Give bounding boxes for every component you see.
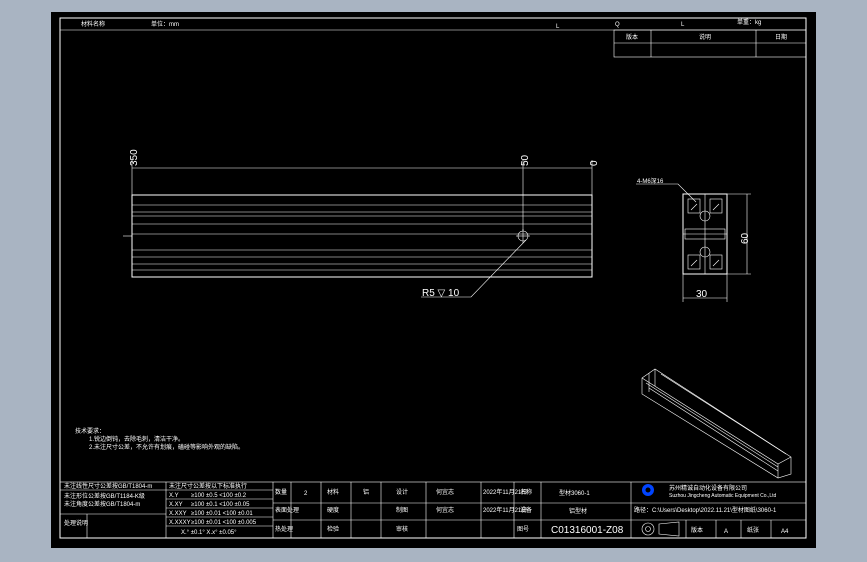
tol-xx-vals: ≥100 ±0.1 <100 ±0.05	[191, 502, 250, 508]
slot-leader	[636, 183, 697, 203]
device-label: 设备	[520, 506, 532, 514]
drawing-sheet: 材料名称 单位：mm L Q L 单重：kg 版本 说明 日期 350	[51, 12, 816, 548]
notes-title: 技术要求：	[75, 427, 105, 435]
part-name: 型材3060-1	[559, 489, 590, 497]
tol-xxx: X.XXY	[169, 511, 187, 517]
material-value: 铝	[363, 488, 369, 496]
size-value: A4	[781, 529, 789, 535]
design-date: 2022年11月21日	[483, 488, 527, 496]
profile-front-view	[123, 194, 593, 278]
projection-symbol-icon	[641, 521, 680, 537]
outer-frame	[59, 17, 807, 539]
header-mark-q: Q	[615, 22, 620, 28]
hardness-label: 硬度	[327, 506, 339, 514]
draw-date: 2022年11月21日	[483, 506, 527, 514]
drawing-no: C01316001-Z08	[551, 525, 624, 536]
radius-note: R5 ▽ 10	[422, 288, 460, 299]
notes-line1: 1.锐边倒钝，去除毛刺，清洁干净。	[89, 435, 184, 443]
check-label: 检验	[327, 525, 339, 533]
tol-x-vals: ≥100 ±0.5 <100 ±0.2	[191, 493, 247, 499]
tol-header-right: 未注尺寸公差按以下标准执行	[169, 482, 247, 490]
rev-col-date: 日期	[775, 33, 787, 41]
dimension-lines	[131, 160, 593, 231]
company-cn: 苏州精诚自动化设备有限公司	[669, 484, 747, 492]
tol-linear: 未注线性尺寸公差按GB/T1804-m	[64, 482, 152, 490]
qty-value: 2	[304, 491, 308, 497]
radius-leader	[421, 239, 527, 298]
surface-label: 表面处理	[275, 506, 299, 514]
slot-note: 4-M6深16	[637, 177, 664, 185]
material-label: 材料	[327, 488, 339, 496]
tol-x: X.Y	[169, 493, 179, 499]
header-unit: 单位：mm	[151, 20, 179, 28]
version-label: 版本	[691, 526, 703, 534]
isometric-view	[641, 368, 792, 479]
process-label: 处理说明	[64, 519, 88, 527]
dim-end: 0	[589, 160, 600, 166]
dim-length: 350	[129, 149, 140, 166]
dim-width: 30	[696, 289, 708, 300]
device-name: 铝型材	[569, 507, 587, 515]
drawing-no-label: 图号	[517, 526, 529, 533]
draw-name: 何宜志	[436, 506, 454, 514]
drawing-canvas: 材料名称 单位：mm L Q L 单重：kg 版本 说明 日期 350	[59, 17, 807, 539]
profile-section-view	[682, 193, 728, 275]
tol-xxxx-vals: ≥100 ±0.01 <100 ±0.005	[191, 520, 257, 526]
design-name: 何宜志	[436, 488, 454, 496]
tol-geometric: 未注形位公差按GB/T1184-K级	[64, 492, 145, 500]
heat-label: 热处理	[275, 525, 293, 533]
tol-angle: X.° ±0.1° X.x° ±0.05°	[181, 530, 237, 536]
rev-col-desc: 说明	[699, 33, 711, 41]
header-weight: 单重：kg	[737, 18, 761, 26]
tol-xxx-vals: ≥100 ±0.01 <100 ±0.01	[191, 511, 253, 517]
file-path: 路径：C:\Users\Desktop\2022.11.21\型材图纸\3060…	[634, 506, 777, 514]
rev-col-version: 版本	[626, 33, 638, 41]
notes-line2: 2.未注尺寸公差，不允许有划痕，磕碰等影响外观的缺陷。	[89, 443, 244, 451]
tol-xxxx: X.XXXY	[169, 520, 191, 526]
company-en: Suzhou Jingcheng Automatic Equipment Co.…	[669, 493, 777, 499]
version-value: A	[724, 529, 728, 535]
dim-hole-pos: 50	[520, 154, 531, 166]
design-label: 设计	[396, 488, 408, 496]
header-mark-l: L	[556, 24, 560, 30]
dim-height: 60	[740, 232, 751, 244]
draw-label: 制图	[396, 506, 408, 514]
size-label: 纸张	[747, 526, 759, 534]
header-mark-l2: L	[681, 22, 685, 28]
section-dimensions	[682, 193, 751, 302]
review-label: 审核	[396, 525, 408, 533]
header-material: 材料名称	[81, 20, 105, 28]
qty-label: 数量	[275, 488, 287, 496]
title-block	[59, 481, 807, 539]
name-label: 名称	[520, 488, 532, 496]
revision-table: 版本 说明 日期	[613, 29, 807, 58]
tol-angular: 未注角度公差按GB/T1804-m	[64, 500, 140, 508]
tol-xx: X.XY	[169, 502, 183, 508]
